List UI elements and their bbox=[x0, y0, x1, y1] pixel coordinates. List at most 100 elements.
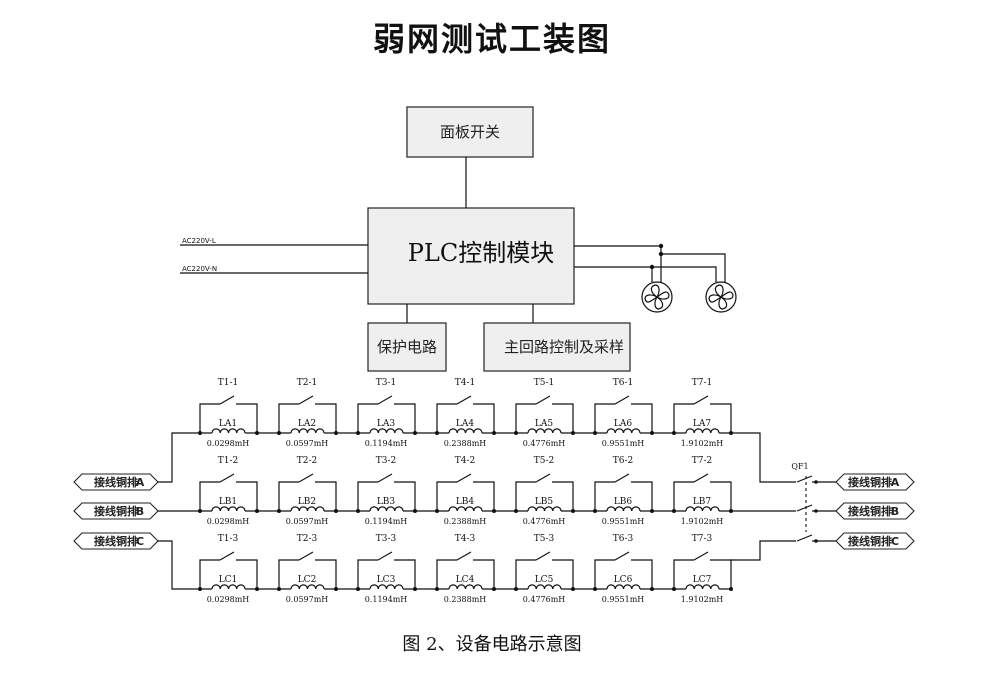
inductance-value: 0.4776mH bbox=[523, 517, 566, 526]
inductor-coil bbox=[369, 506, 404, 512]
inductor-label: LC6 bbox=[614, 575, 633, 585]
inductor-label: LC1 bbox=[219, 575, 238, 585]
protection-box bbox=[367, 322, 447, 372]
inductor-label: LC2 bbox=[298, 575, 317, 585]
phase-row-a: T1-1LA10.0298mHT2-1LA20.0597mHT3-1LA30.1… bbox=[192, 378, 733, 448]
inductor-label: LA4 bbox=[456, 419, 474, 429]
switch-label: T4-2 bbox=[455, 456, 476, 466]
inductor-coil bbox=[606, 584, 641, 590]
switch-label: T1-2 bbox=[218, 456, 239, 466]
inductor-label: LB2 bbox=[298, 497, 316, 507]
switch-label: T1-1 bbox=[218, 378, 239, 388]
inductor-coil bbox=[211, 584, 246, 590]
inductance-value: 0.0597mH bbox=[286, 517, 329, 526]
right-terminal-b: 接线铜排 B bbox=[835, 502, 915, 520]
inductance-value: 0.2388mH bbox=[444, 517, 487, 526]
inductance-value: 0.0597mH bbox=[286, 595, 329, 604]
inductor-coil bbox=[527, 428, 562, 434]
left-terminal-b-label: 接线铜排 bbox=[94, 504, 138, 518]
switch-contact bbox=[377, 473, 393, 483]
inductor-coil bbox=[448, 506, 483, 512]
inductor-coil bbox=[211, 506, 246, 512]
inductor-coil bbox=[369, 428, 404, 434]
left-terminal-b-phase: B bbox=[136, 505, 144, 518]
inductor-coil bbox=[527, 506, 562, 512]
protection-label: 保护电路 bbox=[377, 338, 437, 356]
switch-label: T2-3 bbox=[297, 534, 318, 544]
breaker-label: QF1 bbox=[791, 462, 808, 471]
switch-label: T5-1 bbox=[534, 378, 555, 388]
inductance-value: 0.1194mH bbox=[365, 517, 408, 526]
inductor-label: LA2 bbox=[298, 419, 316, 429]
right-terminal-c: 接线铜排 C bbox=[835, 532, 915, 550]
inductor-label: LA6 bbox=[614, 419, 632, 429]
switch-label: T3-2 bbox=[376, 456, 397, 466]
inductance-value: 0.0597mH bbox=[286, 439, 329, 448]
switch-label: T4-1 bbox=[455, 378, 476, 388]
inductance-value: 0.9551mH bbox=[602, 595, 645, 604]
inductor-coil bbox=[685, 428, 720, 434]
inductance-value: 0.0298mH bbox=[207, 517, 250, 526]
switch-contact bbox=[377, 551, 393, 561]
switch-label: T2-2 bbox=[297, 456, 318, 466]
inductance-value: 0.9551mH bbox=[602, 517, 645, 526]
left-terminal-a-phase: A bbox=[136, 476, 145, 489]
right-terminal-c-phase: C bbox=[891, 535, 899, 548]
right-terminal-b-phase: B bbox=[891, 505, 899, 518]
inductance-value: 0.1194mH bbox=[365, 595, 408, 604]
switch-label: T7-1 bbox=[692, 378, 713, 388]
switch-contact bbox=[298, 473, 314, 483]
switch-contact bbox=[614, 473, 630, 483]
switch-label: T7-3 bbox=[692, 534, 713, 544]
plc-module-label: PLC控制模块 bbox=[408, 239, 554, 267]
inductance-value: 0.9551mH bbox=[602, 439, 645, 448]
switch-contact bbox=[298, 395, 314, 405]
switch-contact bbox=[456, 395, 472, 405]
left-terminal-a: 接线铜排 A bbox=[73, 473, 159, 491]
inductance-value: 1.9102mH bbox=[681, 439, 724, 448]
switch-label: T3-1 bbox=[376, 378, 397, 388]
left-terminal-c-label: 接线铜排 bbox=[94, 534, 138, 548]
inductor-label: LA3 bbox=[377, 419, 395, 429]
switch-label: T6-1 bbox=[613, 378, 634, 388]
page-title: 弱网测试工装图 bbox=[372, 20, 611, 58]
fan-icon bbox=[705, 281, 737, 313]
switch-label: T6-2 bbox=[613, 456, 634, 466]
inductor-coil bbox=[527, 584, 562, 590]
inductor-label: LB6 bbox=[614, 497, 633, 507]
inductance-value: 0.0298mH bbox=[207, 595, 250, 604]
phase-row-c: T1-3LC10.0298mHT2-3LC20.0597mHT3-3LC30.1… bbox=[192, 534, 733, 604]
switch-contact bbox=[535, 473, 551, 483]
inductor-label: LC5 bbox=[535, 575, 554, 585]
switch-contact bbox=[377, 395, 393, 405]
inductor-label: LB7 bbox=[693, 497, 712, 507]
inductor-coil bbox=[369, 584, 404, 590]
right-terminal-c-label: 接线铜排 bbox=[848, 534, 892, 548]
inductor-label: LB4 bbox=[456, 497, 475, 507]
switch-contact bbox=[614, 551, 630, 561]
switch-contact bbox=[535, 551, 551, 561]
left-terminal-b: 接线铜排 B bbox=[73, 502, 159, 520]
inductor-coil bbox=[290, 584, 325, 590]
switch-contact bbox=[298, 551, 314, 561]
right-terminal-a-label: 接线铜排 bbox=[848, 475, 892, 489]
inductor-coil bbox=[211, 428, 246, 434]
inductance-value: 1.9102mH bbox=[681, 595, 724, 604]
main-loop-box bbox=[483, 322, 631, 372]
